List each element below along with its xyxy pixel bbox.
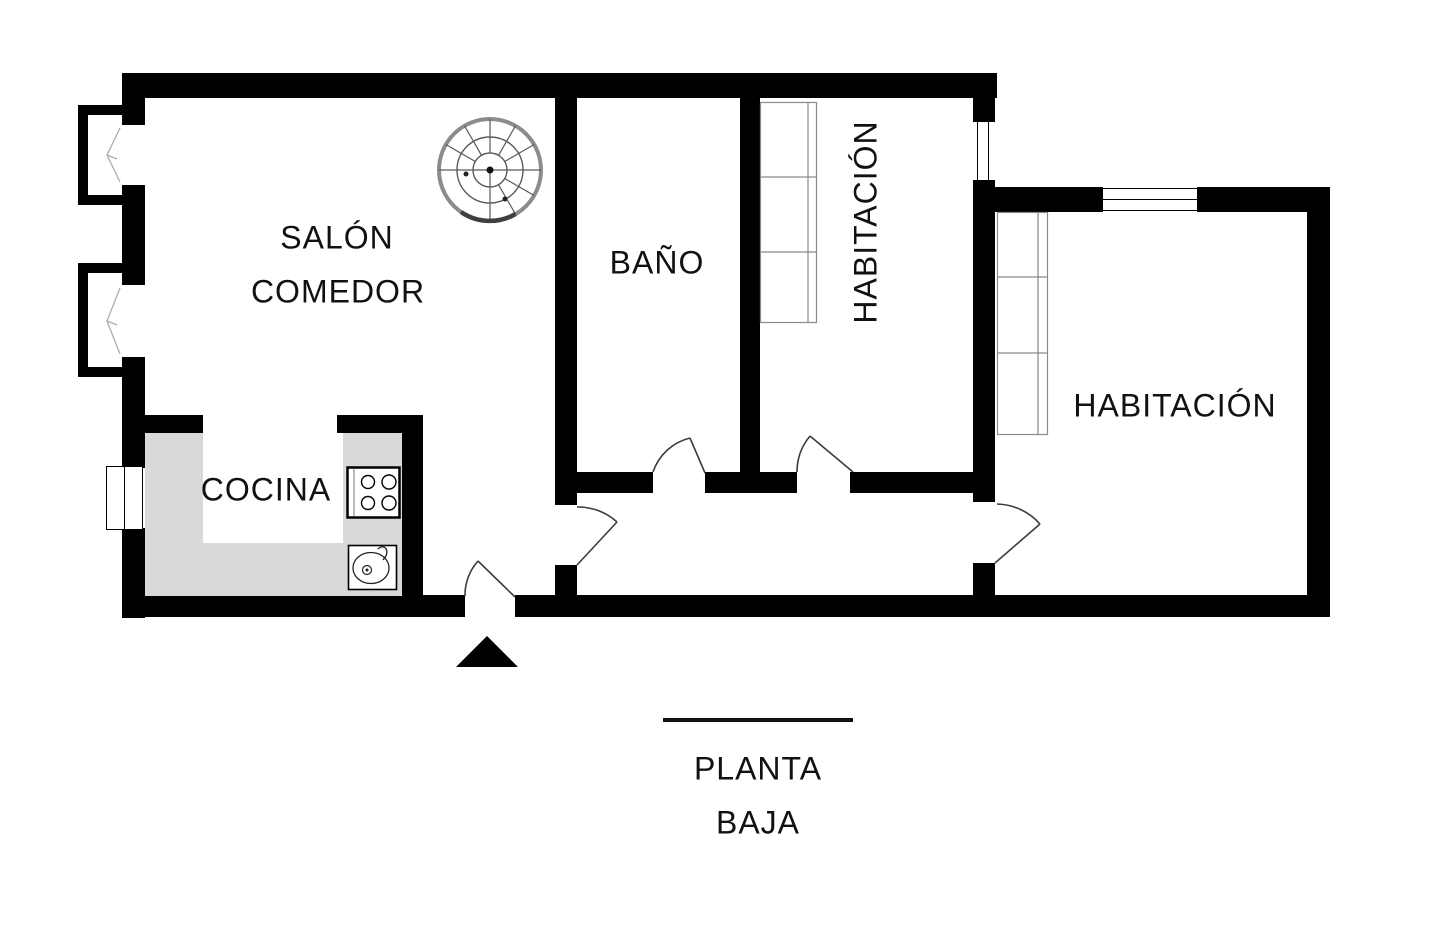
bano-label: BAÑO — [609, 244, 705, 281]
habitacion1-label: HABITACIÓN — [847, 120, 884, 324]
window-icon — [973, 122, 995, 180]
wall-habitacion2-left — [973, 212, 995, 502]
plan-title-line2: BAJA — [715, 804, 801, 841]
habitacion2-label: HABITACIÓN — [1073, 387, 1277, 424]
wall-top — [122, 73, 997, 98]
wall-habitacion2-top — [995, 187, 1103, 212]
wall-left — [122, 73, 145, 125]
kitchen-floor — [203, 433, 343, 543]
bay-window-wall — [78, 263, 122, 273]
bay-window-wall — [78, 367, 122, 377]
entrance-arrow-icon — [456, 636, 518, 667]
wall-habitacion2-right — [1307, 187, 1330, 617]
wall-corridor — [850, 472, 995, 493]
wall-bano-habitacion-divider — [740, 98, 760, 472]
wardrobe-icon — [759, 101, 818, 324]
wall-kitchen-top-stub — [145, 415, 203, 433]
window-icon — [1103, 188, 1197, 211]
wall-kitchen-top — [337, 415, 423, 433]
wall-habitacion2-left-stub — [973, 563, 995, 596]
plan-title-line1: PLANTA — [693, 750, 823, 787]
wall-kitchen-right — [402, 433, 423, 596]
bay-window-wall — [78, 105, 122, 115]
wall-salon-east — [555, 98, 577, 505]
window-icon — [106, 466, 143, 530]
title-rule — [663, 718, 853, 722]
wardrobe-icon — [996, 211, 1049, 436]
wall-salon-east-stub — [555, 565, 577, 597]
salon-label-line1: SALÓN — [280, 219, 394, 256]
wall-corridor — [577, 472, 653, 493]
sink-icon — [347, 544, 398, 591]
wall-corridor — [705, 472, 797, 493]
salon-label-line2: COMEDOR — [250, 273, 426, 310]
bay-window-wall — [78, 195, 122, 205]
cocina-label: COCINA — [200, 471, 332, 508]
wall-bottom — [515, 595, 1330, 617]
wall-left — [122, 185, 145, 285]
bay-window-wall — [78, 105, 88, 205]
spiral-staircase-icon — [437, 117, 543, 224]
bay-window-icon — [106, 127, 121, 355]
bay-window-wall — [78, 263, 88, 377]
wall-bottom — [122, 595, 465, 617]
wall-left — [122, 357, 145, 468]
stove-icon — [346, 466, 401, 519]
door-swing — [464, 435, 1041, 598]
